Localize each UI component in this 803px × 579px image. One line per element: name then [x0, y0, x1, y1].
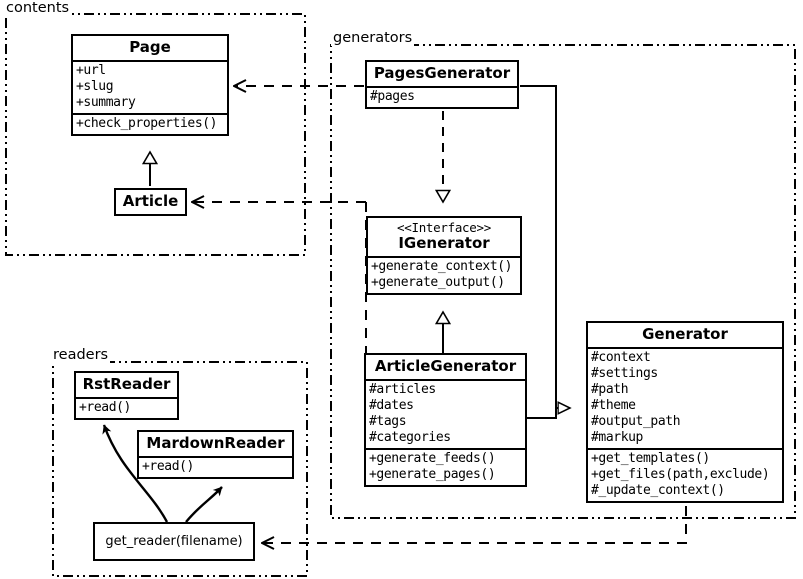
operation-item: +generate_output() [371, 274, 505, 290]
class-attributes-generator: #context #settings #path #theme #output_… [588, 346, 782, 448]
class-name-articlegenerator: ArticleGenerator [374, 357, 517, 375]
class-name-page: Page [129, 38, 171, 56]
class-name-mardownreader: MardownReader [146, 434, 285, 452]
class-operations-page: +check_properties() [73, 112, 227, 134]
class-attributes-pagesgenerator: #pages [367, 85, 517, 107]
operation-item: +check_properties() [76, 115, 218, 131]
operation-item: +read() [142, 458, 194, 474]
class-box-igenerator[interactable]: <<Interface>> IGenerator +generate_conte… [366, 216, 522, 295]
class-operations-articlegenerator: +generate_feeds() +generate_pages() [366, 447, 525, 485]
class-name-article: Article [122, 192, 179, 210]
class-box-generator[interactable]: Generator #context #settings #path #them… [586, 321, 784, 503]
class-name-igenerator: <<Interface>> IGenerator [368, 218, 520, 256]
class-operations-rstreader: +read() [76, 396, 177, 418]
class-stereotype-igenerator: <<Interface>> [397, 220, 491, 235]
class-box-page[interactable]: Page +url +slug +summary +check_properti… [71, 34, 229, 136]
class-title-igenerator: IGenerator [398, 234, 490, 252]
relation-getreader-uses-mardownreader [185, 486, 223, 523]
attribute-item: #settings [591, 365, 658, 381]
package-label-generators: generators [331, 30, 415, 46]
class-operations-mardownreader: +read() [139, 455, 292, 477]
class-box-articlegenerator[interactable]: ArticleGenerator #articles #dates #tags … [364, 353, 527, 487]
class-operations-igenerator: +generate_context() +generate_output() [368, 255, 520, 293]
class-attributes-page: +url +slug +summary [73, 59, 227, 113]
class-name-generator: Generator [642, 325, 728, 343]
attribute-item: +url [76, 62, 106, 78]
operation-item: +generate_feeds() [369, 450, 496, 466]
operation-item: +generate_context() [371, 258, 513, 274]
attribute-item: #tags [369, 413, 407, 429]
class-attributes-articlegenerator: #articles #dates #tags #categories [366, 378, 525, 448]
class-name-rstreader: RstReader [82, 375, 171, 393]
attribute-item: #path [591, 381, 629, 397]
relation-articlegenerator-generalizes-generator [527, 408, 557, 419]
operation-item: #_update_context() [591, 482, 725, 498]
class-box-mardownreader[interactable]: MardownReader +read() [137, 430, 294, 479]
class-box-pagesgenerator[interactable]: PagesGenerator #pages [365, 60, 519, 109]
class-operations-generator: +get_templates() +get_files(path,exclude… [588, 447, 782, 501]
operation-item: +get_templates() [591, 450, 710, 466]
attribute-item: #theme [591, 397, 636, 413]
attribute-item: #dates [369, 397, 414, 413]
attribute-item: #context [591, 349, 651, 365]
attribute-item: #output_path [591, 413, 681, 429]
relation-generator-depends-getreader [262, 506, 687, 543]
relation-generators-depends-article [192, 202, 367, 356]
function-label-get-reader: get_reader(filename) [105, 534, 243, 549]
function-box-get-reader[interactable]: get_reader(filename) [93, 522, 255, 561]
class-box-rstreader[interactable]: RstReader +read() [74, 371, 179, 420]
attribute-item: #pages [370, 88, 415, 104]
package-label-readers: readers [51, 347, 111, 363]
attribute-item: #markup [591, 429, 643, 445]
relation-pagesgenerator-generalizes-generator [520, 85, 570, 408]
attribute-item: +summary [76, 94, 136, 110]
class-name-pagesgenerator: PagesGenerator [373, 64, 511, 82]
attribute-item: #articles [369, 381, 436, 397]
attribute-item: +slug [76, 78, 114, 94]
operation-item: +read() [79, 399, 131, 415]
operation-item: +get_files(path,exclude) [591, 466, 770, 482]
operation-item: +generate_pages() [369, 466, 496, 482]
package-label-contents: contents [4, 0, 72, 16]
class-box-article[interactable]: Article [114, 188, 187, 216]
attribute-item: #categories [369, 429, 451, 445]
